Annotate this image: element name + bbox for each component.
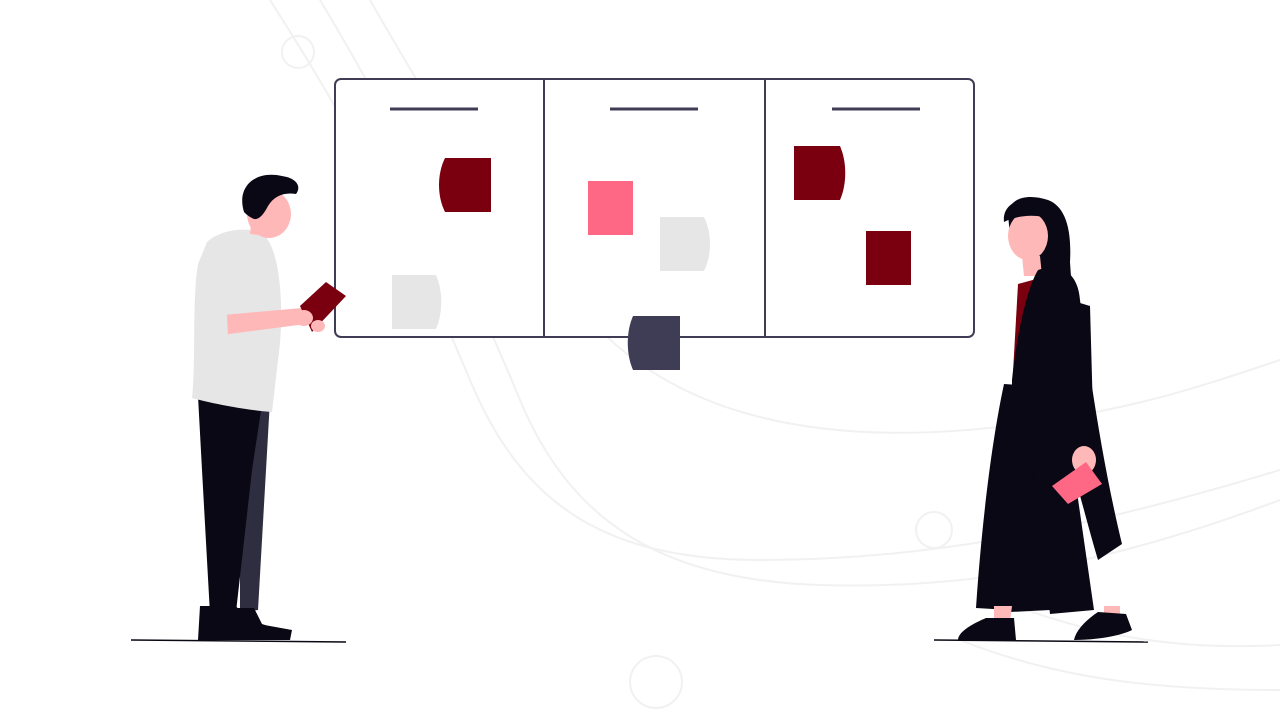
person-standing-icon [958, 196, 1132, 640]
person-reading-icon [192, 174, 346, 640]
ground-line-right [933, 639, 1149, 643]
sticky-note-dark-red [794, 146, 846, 200]
sticky-note-dark-red [866, 231, 911, 285]
ground-line-left [130, 639, 347, 643]
sticky-note-light-gray [660, 217, 710, 271]
sticky-note-dark-red [439, 158, 491, 212]
sticky-note-pink [588, 181, 633, 235]
kanban-board [334, 78, 975, 370]
sticky-note-light-gray [392, 275, 442, 329]
sticky-note-navy [627, 316, 680, 370]
card-icon [1052, 462, 1102, 504]
